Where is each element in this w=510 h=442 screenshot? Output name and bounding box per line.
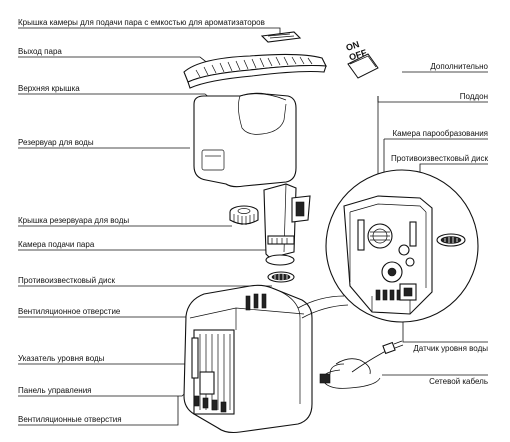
power-cord-part bbox=[319, 340, 404, 389]
label-water-level-sensor: Датчик уровня воды bbox=[413, 344, 488, 353]
steam-chamber-cover-part bbox=[260, 31, 302, 43]
label-tank-cap: Крышка резервуара для воды bbox=[18, 216, 130, 225]
label-steam-chamber-cover: Крышка камеры для подачи пара с емкостью… bbox=[18, 18, 265, 27]
label-steam-feed-chamber: Камера подачи пара bbox=[18, 240, 95, 249]
label-vent-hole: Вентиляционное отверстие bbox=[18, 307, 121, 316]
label-anti-scale-disc-left: Противоизвестковый диск bbox=[18, 276, 115, 285]
label-control-panel: Панель управления bbox=[18, 386, 92, 395]
base-unit-part bbox=[183, 284, 313, 434]
label-steam-chamber: Камера парообразования bbox=[392, 129, 488, 138]
base-tray-detail bbox=[343, 195, 433, 315]
anti-scale-disc-right-part bbox=[436, 233, 466, 247]
on-off-badge: ON OFF bbox=[342, 39, 382, 80]
label-anti-scale-disc-right: Противоизвестковый диск bbox=[391, 154, 488, 163]
on-off-badge-shape bbox=[347, 53, 379, 79]
anti-scale-disc-left-part bbox=[267, 271, 295, 283]
top-cover-part bbox=[183, 53, 327, 89]
label-steam-outlet: Выход пара bbox=[18, 47, 62, 56]
label-base: Поддон bbox=[459, 92, 488, 101]
tank-cap-part bbox=[229, 205, 259, 225]
steam-feed-chamber-part bbox=[263, 183, 311, 266]
label-vent-holes: Вентиляционные отверстия bbox=[18, 415, 122, 424]
water-tank-part bbox=[193, 92, 297, 188]
label-power-cord: Сетевой кабель bbox=[429, 377, 488, 386]
label-top-cover: Верхняя крышка bbox=[18, 84, 80, 93]
label-water-level-indicator: Указатель уровня воды bbox=[18, 354, 105, 363]
label-optional: Дополнительно bbox=[430, 62, 488, 71]
label-water-tank: Резервуар для воды bbox=[18, 138, 94, 147]
